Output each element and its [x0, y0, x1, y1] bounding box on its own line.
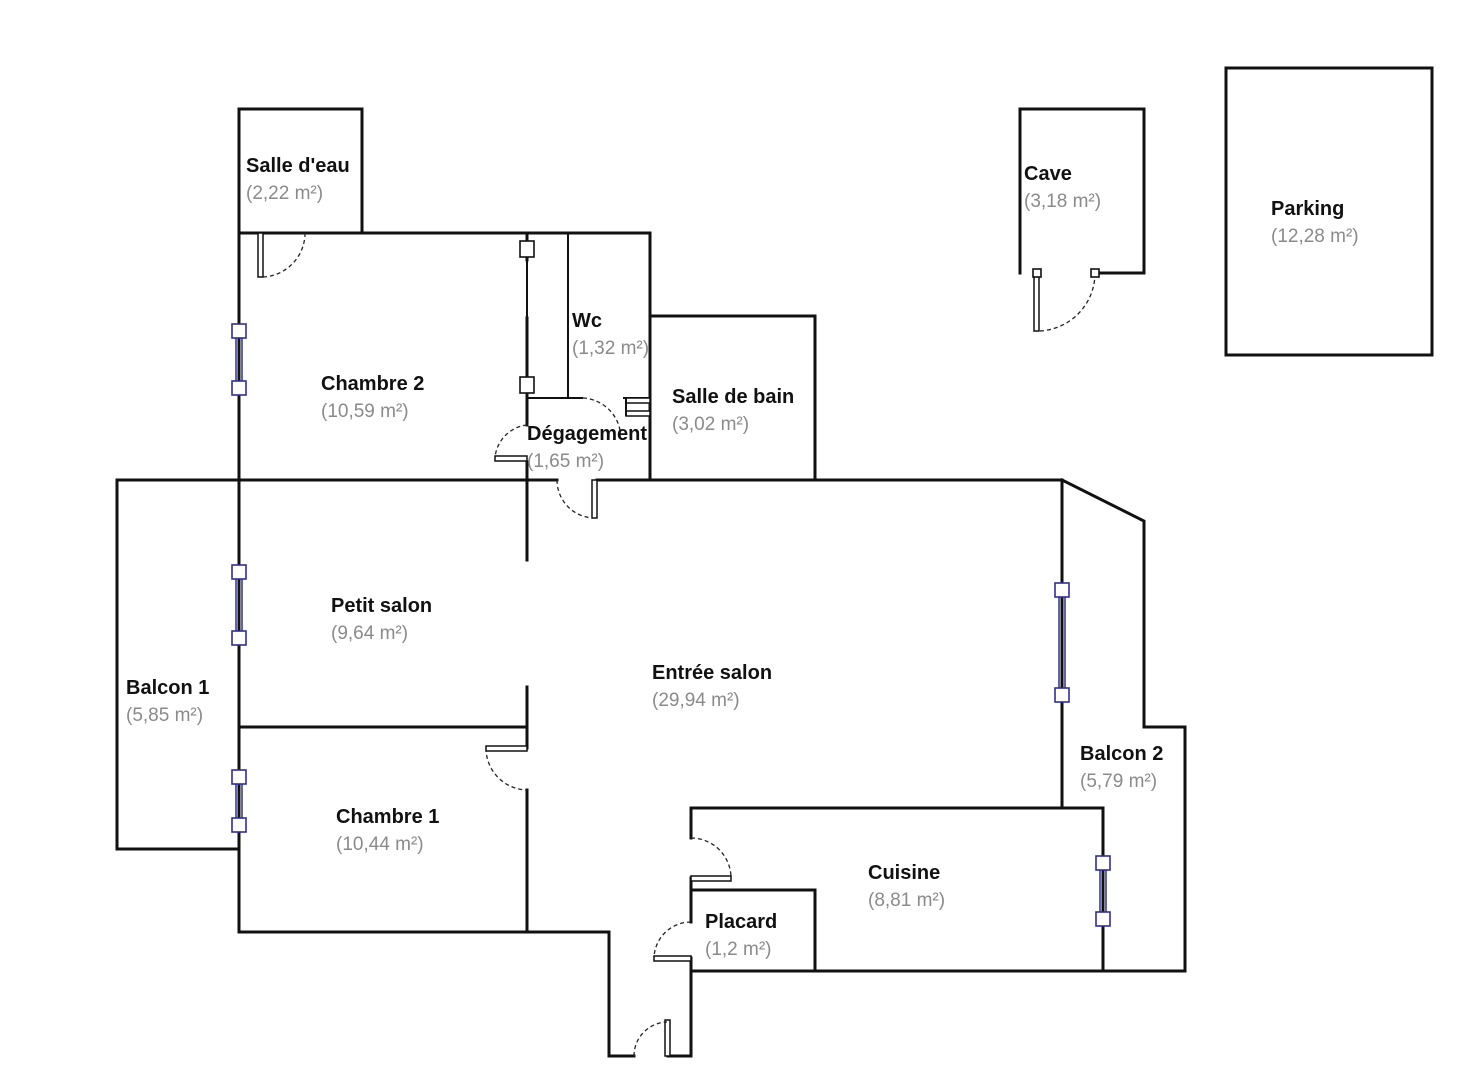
room-area: (8,81 m²)	[868, 890, 946, 911]
room-degagement: Dégagement (1,65 m²)	[527, 424, 647, 471]
room-area: (1,65 m²)	[527, 451, 605, 472]
room-parking: Parking (12,28 m²)	[1271, 199, 1359, 246]
door-placard	[653, 921, 692, 962]
room-area: (9,64 m²)	[331, 623, 409, 644]
room-cave: Cave (3,18 m²)	[1024, 164, 1101, 211]
wall-salle-de-bain	[648, 314, 817, 482]
room-balcon-2: Balcon 2 (5,79 m²)	[1080, 744, 1163, 791]
wall-bottom-left	[237, 930, 636, 1058]
room-name: Entrée salon	[652, 662, 773, 684]
room-area: (3,02 m²)	[672, 414, 750, 435]
room-area: (3,18 m²)	[1024, 191, 1102, 212]
room-area: (1,32 m²)	[572, 338, 650, 359]
room-area: (5,79 m²)	[1080, 771, 1158, 792]
room-name: Chambre 1	[336, 806, 440, 828]
room-balcon-1: Balcon 1 (5,85 m²)	[126, 678, 209, 725]
doors	[257, 232, 1100, 1057]
room-area: (5,85 m²)	[126, 705, 204, 726]
room-name: Dégagement	[527, 423, 648, 445]
room-area: (1,2 m²)	[705, 939, 772, 960]
wall-balcon-1	[115, 478, 241, 851]
room-chambre-1: Chambre 1 (10,44 m²)	[336, 807, 439, 854]
room-name: Wc	[572, 310, 602, 332]
wall-entrance-right	[666, 956, 693, 1058]
wall-balcon-2	[1059, 477, 1187, 973]
room-entree-salon: Entrée salon (29,94 m²)	[652, 663, 772, 710]
wall-parking	[1224, 66, 1434, 357]
room-area: (10,59 m²)	[321, 401, 409, 422]
room-name: Petit salon	[331, 595, 433, 617]
room-name: Cuisine	[868, 862, 941, 884]
room-area: (2,22 m²)	[246, 183, 324, 204]
room-name: Salle de bain	[672, 386, 795, 408]
room-wc: Wc (1,32 m²)	[572, 311, 649, 358]
room-name: Cave	[1024, 163, 1072, 185]
room-chambre-2: Chambre 2 (10,59 m²)	[321, 374, 424, 421]
door-cave	[1032, 268, 1100, 332]
door-wc	[519, 240, 535, 394]
door-chambre-1	[485, 745, 528, 791]
door-entrance	[633, 1019, 671, 1057]
door-salle-d-eau	[257, 232, 306, 278]
room-area: (29,94 m²)	[652, 690, 740, 711]
room-name: Chambre 2	[321, 373, 425, 395]
room-name: Parking	[1271, 198, 1345, 220]
door-chambre-2	[494, 424, 528, 462]
windows	[231, 323, 1111, 927]
room-placard: Placard (1,2 m²)	[705, 912, 777, 959]
room-name: Balcon 1	[126, 677, 210, 699]
window-cuisine	[1095, 855, 1111, 927]
room-salle-de-bain: Salle de bain (3,02 m²)	[672, 387, 794, 434]
room-salle-d-eau: Salle d'eau (2,22 m²)	[246, 156, 350, 203]
room-name: Placard	[705, 911, 778, 933]
walls	[115, 66, 1434, 1058]
wall-cave	[1018, 107, 1146, 275]
window-chambre-1	[231, 769, 247, 833]
door-salle-de-bain	[582, 397, 651, 431]
window-petit-salon	[231, 564, 247, 646]
wall-placard	[689, 888, 817, 973]
room-name: Salle d'eau	[246, 155, 350, 177]
window-salon-right	[1054, 582, 1070, 703]
room-petit-salon: Petit salon (9,64 m²)	[331, 596, 432, 643]
door-degagement	[556, 479, 598, 519]
door-cuisine	[690, 837, 732, 882]
room-cuisine: Cuisine (8,81 m²)	[868, 863, 945, 910]
wall-salle-d-eau	[237, 107, 364, 235]
room-area: (10,44 m²)	[336, 834, 424, 855]
room-area: (12,28 m²)	[1271, 226, 1359, 247]
window-chambre-2	[231, 323, 247, 396]
room-name: Balcon 2	[1080, 743, 1164, 765]
